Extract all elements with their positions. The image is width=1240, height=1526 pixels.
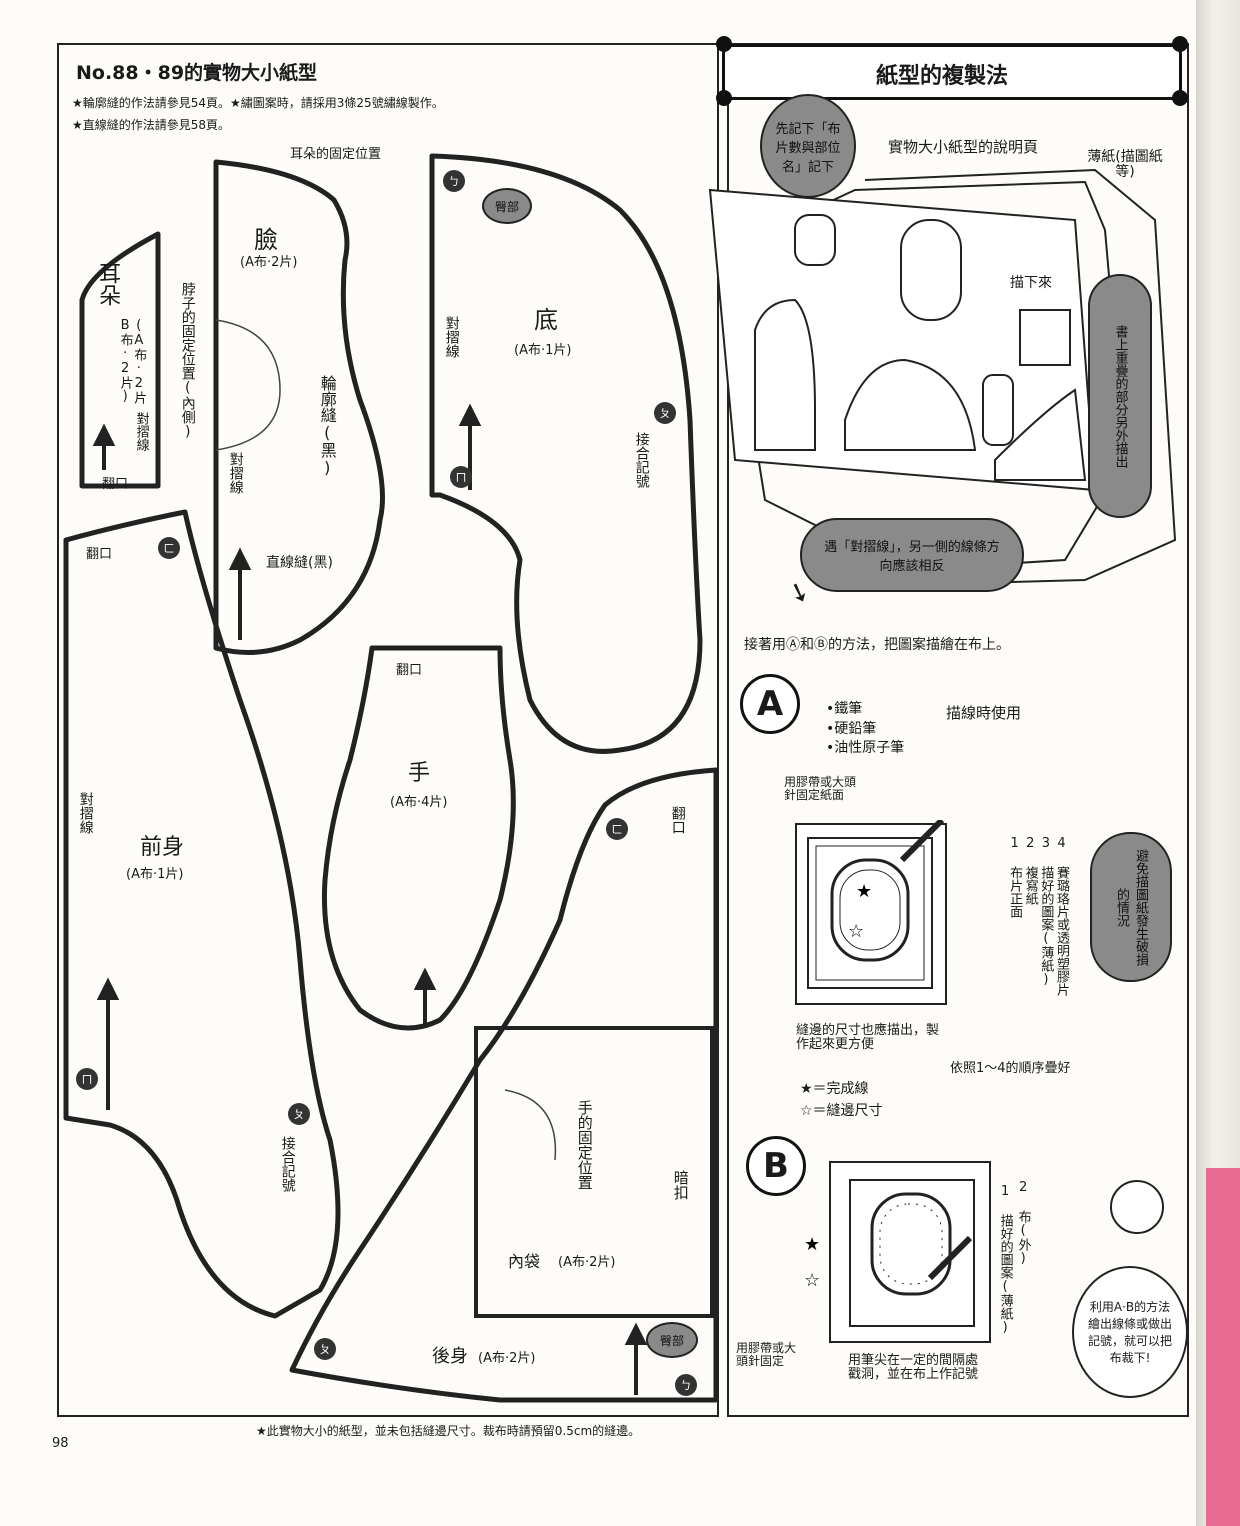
mark-b-back: ㄆ (314, 1338, 336, 1360)
face-sub: (A布·2片) (240, 255, 298, 270)
mark-c-front: ㄇ (76, 1068, 98, 1090)
header-note-2: ★直線縫的作法請參見58頁。 (72, 118, 231, 132)
front-outline (63, 509, 341, 1319)
svg-text:☆: ☆ (848, 921, 864, 942)
pattern-outlines (63, 153, 719, 1403)
page-title: No.88・89的實物大小紙型 (76, 62, 318, 84)
a-steps: 4 賽璐珞片或透明塑膠片 3 描好的圖案(薄紙) 2 複寫紙 1 布片正面 (954, 836, 1069, 1036)
ear-fold: 對摺線 (133, 412, 149, 451)
pattern-frame (57, 43, 719, 1417)
b-pierce-note: 用筆尖在一定的間隔處戳洞，並在布上作記號 (848, 1353, 979, 1382)
svg-text:☆: ☆ (804, 1270, 820, 1291)
mark-a: ㄅ (443, 170, 465, 192)
svg-text:★: ★ (856, 881, 872, 902)
tool-2: •硬鉛筆 (826, 720, 877, 737)
base-fold: 對摺線 (443, 316, 460, 358)
method-a-badge: A (740, 674, 800, 734)
front-join: 接合記號 (279, 1136, 296, 1192)
bubble-cut-fabric: 利用A·B的方法繪出線條或做出記號，就可以把布裁下! (1072, 1266, 1188, 1398)
pocket-sub: (A布·2片) (558, 1255, 616, 1270)
b-step-2: 2 布(外) (1015, 1180, 1031, 1266)
bubble-record: 先記下「布片數與部位名」記下 (760, 94, 856, 198)
mark-a-back: ㄅ (675, 1374, 697, 1396)
method-b-diagram: ★☆ (804, 1161, 991, 1343)
tools-note: 描線時使用 (946, 704, 1022, 722)
front-sub: (A布·1片) (126, 867, 184, 882)
label-page: 實物大小紙型的說明頁 (888, 138, 1039, 156)
legend-finish-line: ★＝完成線 (800, 1081, 869, 1097)
a-step-1: 1 布片正面 (1007, 836, 1023, 918)
method-b-badge: B (746, 1136, 806, 1196)
a-seam-note: 縫邊的尺寸也應描出，製作起來更方便 (796, 1023, 940, 1052)
a-fix-note: 用膠帶或大頭針固定紙面 (784, 775, 857, 802)
back-flip: 翻口 (669, 806, 686, 834)
mark-b-front: ㄆ (288, 1103, 310, 1125)
tool-1: •鐵筆 (826, 701, 863, 717)
ear-flip: 翻口 (102, 477, 129, 492)
bubble-overlap: 書上重疊的部分另外描出 (1088, 274, 1152, 518)
right-title: 紙型的複製法 (876, 64, 1009, 89)
front-name: 前身 (140, 835, 185, 860)
bubble-avoid-tear: 避免描圖紙發生破損的情況 (1090, 832, 1172, 982)
bubble-fold: 遇「對摺線」，另一側的線條方向應該相反 (800, 518, 1024, 592)
base-hip-bubble: 臀部 (482, 188, 532, 224)
face-fold: 對摺線 (227, 452, 244, 494)
a-step-2: 2 複寫紙 (1022, 836, 1038, 905)
instruction-text: 接著用Ⓐ和Ⓑ的方法，把圖案描繪在布上。 (744, 637, 1010, 653)
label-thin-paper: 薄紙(描圖紙等) (1087, 149, 1163, 180)
b-fix-note: 用膠帶或大頭針固定 (736, 1341, 797, 1368)
mascot-face (1110, 1180, 1164, 1234)
ear-name: 耳朵 (95, 262, 121, 306)
base-name: 底 (534, 306, 558, 334)
front-fold: 對摺線 (77, 792, 94, 834)
right-title-box (722, 44, 1182, 100)
page-number: 98 (52, 1436, 69, 1451)
method-a-diagram: ★☆ (795, 820, 947, 1005)
a-order-note: 依照1～4的順序疊好 (950, 1061, 1071, 1076)
header-note-1: ★輪廓縫的作法請參見54頁。★繡圖案時，請採用3條25號繡線製作。 (72, 96, 444, 110)
ear-sub: (A布·2片 B布·2片) (117, 318, 147, 404)
tool-3: •油性原子筆 (826, 740, 905, 757)
pocket-hand-pos: 手的固定位置 (575, 1100, 594, 1190)
base-outline (429, 153, 703, 754)
index-tab (1206, 1168, 1240, 1526)
back-hip-bubble: 臀部 (646, 1322, 698, 1358)
pocket-snap: 暗扣 (671, 1170, 690, 1200)
hand-sub: (A布·4片) (390, 795, 448, 810)
face-outline (213, 159, 385, 655)
mark-d: ㄈ (158, 537, 180, 559)
legend-seam-allowance: ☆＝縫邊尺寸 (800, 1103, 883, 1119)
face-straight-stitch: 直線縫(黑) (266, 555, 333, 571)
footer-note: ★此實物大小的紙型，並未包括縫邊尺寸。裁布時請預留0.5cm的縫邊。 (256, 1424, 641, 1438)
hand-flip: 翻口 (396, 663, 423, 678)
face-outline-stitch: 輪廓縫(黑) (317, 375, 337, 477)
mark-b: ㄆ (654, 402, 676, 424)
mark-c: ㄇ (450, 466, 472, 488)
base-join: 接合記號 (633, 432, 650, 488)
tools-list: •鐵筆 •硬鉛筆 •油性原子筆 (826, 700, 904, 759)
back-name: 後身 (432, 1346, 468, 1367)
a-step-4: 4 賽璐珞片或透明塑膠片 (1054, 836, 1069, 996)
face-neck-pos: 脖子的固定位置(內側) (179, 282, 196, 440)
hand-outline (321, 645, 516, 1031)
b-step-1: 1 描好的圖案(薄紙) (997, 1184, 1013, 1335)
back-outline (289, 767, 719, 1403)
back-sub: (A布·2片) (478, 1351, 536, 1366)
pocket-name: 內袋 (508, 1252, 541, 1271)
face-name: 臉 (254, 226, 278, 254)
mark-d-back: ㄈ (606, 818, 628, 840)
base-sub: (A布·1片) (514, 343, 572, 358)
a-step-3: 3 描好的圖案(薄紙) (1038, 836, 1054, 987)
front-flip: 翻口 (86, 547, 113, 562)
face-ear-pos: 耳朵的固定位置 (290, 147, 382, 162)
label-trace: 描下來 (1010, 275, 1052, 291)
hand-name: 手 (408, 761, 431, 786)
svg-text:★: ★ (804, 1234, 820, 1255)
